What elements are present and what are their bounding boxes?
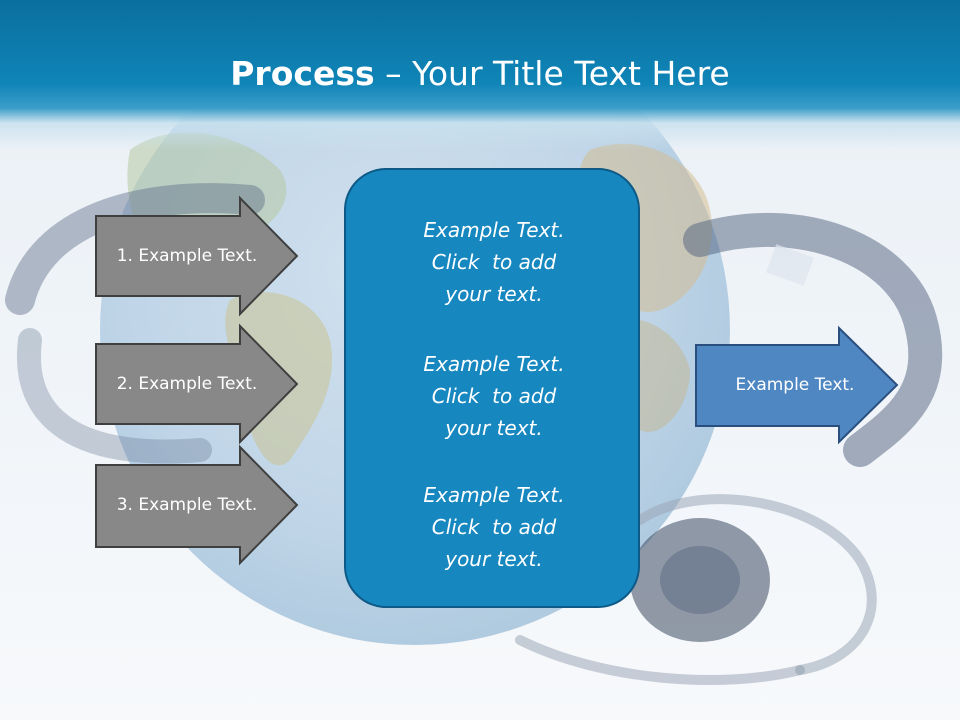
step-3-arrow[interactable]: [95, 444, 299, 566]
step-2-arrow[interactable]: [95, 323, 299, 445]
center-block-3-line-2: Click to add: [431, 515, 557, 539]
step-1-arrow[interactable]: [95, 195, 299, 317]
center-text-block-3: Example Text. Click to add your text.: [346, 479, 642, 575]
step-2-label: 2. Example Text.: [116, 374, 258, 394]
output-arrow[interactable]: [695, 325, 899, 445]
center-block-1-line-3: your text.: [445, 282, 543, 306]
center-block-2-line-2: Click to add: [431, 384, 557, 408]
center-block-3-line-3: your text.: [445, 547, 543, 571]
title-bold: Process: [230, 54, 375, 93]
center-text-box[interactable]: Example Text. Click to add your text. Ex…: [344, 168, 640, 608]
header-bar: [0, 0, 960, 150]
step-3-label: 3. Example Text.: [116, 495, 258, 515]
step-1-label: 1. Example Text.: [116, 246, 258, 266]
center-block-3-line-1: Example Text.: [423, 483, 565, 507]
slide-title[interactable]: Process – Your Title Text Here: [0, 52, 960, 96]
center-text-block-2: Example Text. Click to add your text.: [346, 348, 642, 444]
center-text-block-1: Example Text. Click to add your text.: [346, 214, 642, 310]
center-block-1-line-2: Click to add: [431, 250, 557, 274]
title-rest: – Your Title Text Here: [374, 54, 730, 93]
output-label: Example Text.: [735, 375, 855, 395]
center-block-1-line-1: Example Text.: [423, 218, 565, 242]
center-block-2-line-1: Example Text.: [423, 352, 565, 376]
center-block-2-line-3: your text.: [445, 416, 543, 440]
